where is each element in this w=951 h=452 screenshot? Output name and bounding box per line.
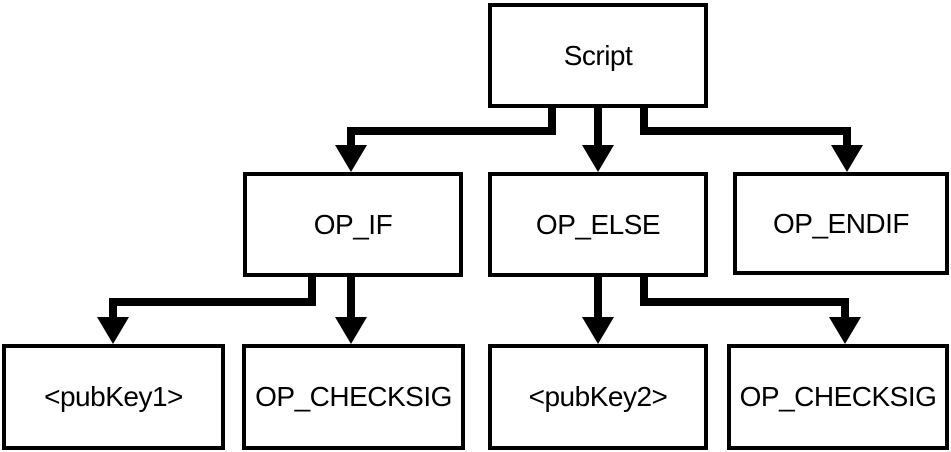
connector-line [109, 298, 316, 306]
node-op-else: OP_ELSE [488, 172, 708, 277]
arrow-down-icon [831, 145, 863, 172]
connector-line [548, 104, 556, 135]
connector-line [308, 273, 316, 306]
arrow-down-icon [582, 145, 614, 172]
node-op-checksig-right-label: OP_CHECKSIG [739, 381, 937, 412]
connector-line [843, 127, 851, 149]
node-op-endif: OP_ENDIF [733, 172, 949, 275]
connector-line [640, 298, 849, 306]
arrow-down-icon [582, 317, 614, 344]
connector-line [109, 298, 117, 320]
connector-line [347, 127, 556, 135]
connector-line [841, 298, 849, 320]
node-pubkey2: <pubKey2> [488, 344, 708, 450]
arrow-down-icon [335, 317, 367, 344]
node-op-checksig-left-label: OP_CHECKSIG [255, 381, 452, 412]
node-op-checksig-left: OP_CHECKSIG [242, 344, 465, 450]
node-op-checksig-right: OP_CHECKSIG [727, 344, 949, 450]
connector-line [640, 127, 851, 135]
node-op-else-label: OP_ELSE [535, 208, 661, 240]
connector-line [594, 273, 602, 320]
node-pubkey1: <pubKey1> [2, 344, 225, 450]
connector-line [347, 273, 355, 320]
node-pubkey2-label: <pubKey2> [528, 381, 668, 412]
node-pubkey1-label: <pubKey1> [44, 381, 183, 412]
arrow-down-icon [829, 317, 861, 344]
node-script: Script [488, 3, 708, 108]
node-op-endif-label: OP_ENDIF [772, 207, 910, 239]
connector-line [640, 273, 648, 306]
connector-line [347, 127, 355, 149]
arrow-down-icon [97, 317, 129, 344]
connector-line [594, 104, 602, 148]
connector-line [640, 104, 648, 135]
arrow-down-icon [335, 145, 367, 172]
node-script-label: Script [563, 39, 633, 71]
node-op-if: OP_IF [243, 172, 463, 277]
node-op-if-label: OP_IF [313, 208, 393, 240]
